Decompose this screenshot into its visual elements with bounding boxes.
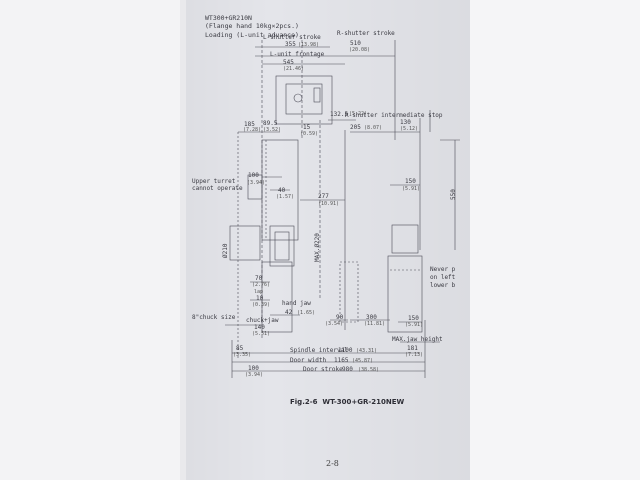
dim-70-inch: (2.76) [252, 282, 271, 288]
dim-10-inch: (0.39) [252, 302, 271, 308]
dim-980-inch: (38.58) [358, 367, 380, 373]
loader-unit-outline [275, 75, 333, 125]
dim-510: 510 [350, 40, 361, 47]
dim-1165-inch: (45.87) [352, 358, 374, 364]
dim-42-inch: (1.65) [297, 310, 316, 316]
turret-block [247, 174, 263, 200]
dim-140: 140 [254, 324, 265, 331]
dim-85: 85 [236, 345, 244, 352]
dim-132-5-inch: (5.22) [349, 111, 368, 117]
figure-number: Fig.2-6 [290, 398, 318, 406]
lap-label: lap [254, 289, 264, 295]
paper-edge [180, 0, 186, 480]
dim-205: 205 [350, 124, 361, 131]
flange-label: (Flange hand 10kg×2pcs.) [205, 22, 299, 30]
loader-hand-circle [293, 93, 303, 103]
dim-150-bottom: 150 [408, 315, 419, 322]
dim-85-inch: (3.35) [233, 352, 252, 358]
l-unit-frontage-label: L-unit frontage [270, 51, 325, 58]
dim-100-inch: (3.94) [247, 180, 266, 186]
dim-132-5: 132.5 [330, 111, 349, 118]
right-spindle [391, 224, 419, 254]
dim-545: 545 [283, 59, 294, 66]
dim-90: 90 [336, 314, 344, 321]
dim-130-inch: (5.12) [400, 126, 419, 132]
chuck-size-label: 8"chuck size [192, 314, 236, 321]
loader-unit-inner [285, 83, 323, 115]
dim-300-inch: (11.81) [364, 321, 386, 327]
dim-277-inch: (10.91) [318, 201, 340, 207]
dim-42: 42 [285, 309, 293, 316]
hand-jaw-label: hand jaw [282, 300, 311, 307]
spindle-interval-label: Spindle interval [290, 347, 348, 354]
dim-130: 130 [400, 119, 411, 126]
page-number: 2-8 [326, 459, 339, 468]
loader-clamp [313, 87, 321, 103]
dim-1100: 1100 [338, 347, 353, 354]
dim-1100-inch: (43.31) [356, 348, 378, 354]
dim-545-inch: (21.46) [283, 66, 305, 72]
dim-355: 355 [285, 41, 296, 48]
dim-bottom-100: 100 [248, 365, 259, 372]
max-jaw-height-label: MAX.jaw height [392, 336, 443, 343]
spindle-left [229, 225, 261, 261]
dim-40: 40 [278, 187, 286, 194]
dim-181: 181 [407, 345, 418, 352]
chuck-jaw [274, 231, 290, 261]
never-note-line-1: Never p [430, 266, 456, 273]
dim-40-inch: (1.57) [276, 194, 295, 200]
dim-150-top-inch: (5.91) [402, 186, 421, 192]
model-label: WT300+GR210N [205, 14, 252, 22]
l-shutter-stroke-label: L-shutter stroke [263, 34, 321, 41]
dim-89-5-inch: (3.52) [263, 127, 282, 133]
cannot-operate-label: cannot operate [192, 185, 243, 192]
dim-150-top: 150 [405, 178, 416, 185]
never-note-line-2: on left [430, 274, 456, 281]
dim-277: 277 [318, 193, 329, 200]
dim-10: 10 [256, 295, 264, 302]
dim-89-5: 89.5 [263, 120, 278, 127]
dim-185-inch: (7.28) [243, 127, 262, 133]
never-note-line-3: lower b [430, 282, 456, 289]
dim-15-inch: (0.59) [300, 131, 319, 137]
figure-title: WT-300+GR-210NEW [322, 398, 405, 406]
dim-bottom-100-inch: (3.94) [245, 372, 264, 378]
r-shutter-stroke-label: R-shutter stroke [337, 30, 395, 37]
workpiece-dashed [339, 261, 359, 323]
chuck-lower [261, 261, 293, 333]
r-shutter-intermediate-stop-label: R-shutter intermediate stop [345, 112, 443, 119]
door-stroke-label: Door stroke [303, 366, 343, 373]
dim-980: 980 [342, 366, 353, 373]
dim-181-inch: (7.13) [405, 352, 424, 358]
document-page [186, 0, 470, 480]
dim-140-inch: (5.51) [252, 331, 271, 337]
chuck-jaw-label: chuck+jaw [246, 317, 279, 324]
dim-90-inch: (3.54) [325, 321, 344, 327]
door-width-label: Door width [290, 357, 327, 364]
dim-205-inch: (8.07) [364, 125, 383, 131]
dim-355-inch: (13.98) [298, 42, 320, 48]
figure-caption: Fig.2-6 WT-300+GR-210NEW [290, 398, 404, 406]
dim-15: 15 [303, 124, 311, 131]
dim-300: 300 [366, 314, 377, 321]
dim-1165: 1165 [334, 357, 349, 364]
dim-70: 70 [255, 275, 263, 282]
chuck-body [269, 225, 295, 267]
upper-turret-label: Upper turret [192, 178, 236, 185]
dim-diameter-210: Ø210 [222, 243, 229, 258]
dim-510-inch: (20.08) [349, 47, 371, 53]
photo-background-right [470, 0, 640, 480]
dim-150-bottom-inch: (5.91) [405, 322, 424, 328]
right-chuck [387, 255, 423, 333]
max-diameter-220-label: MAX.Ø220 [314, 233, 321, 262]
dim-185: 185 [244, 121, 255, 128]
dim-550: 550 [450, 189, 457, 200]
loading-label: Loading (L-unit advance) [205, 31, 299, 39]
dim-100: 100 [248, 172, 259, 179]
